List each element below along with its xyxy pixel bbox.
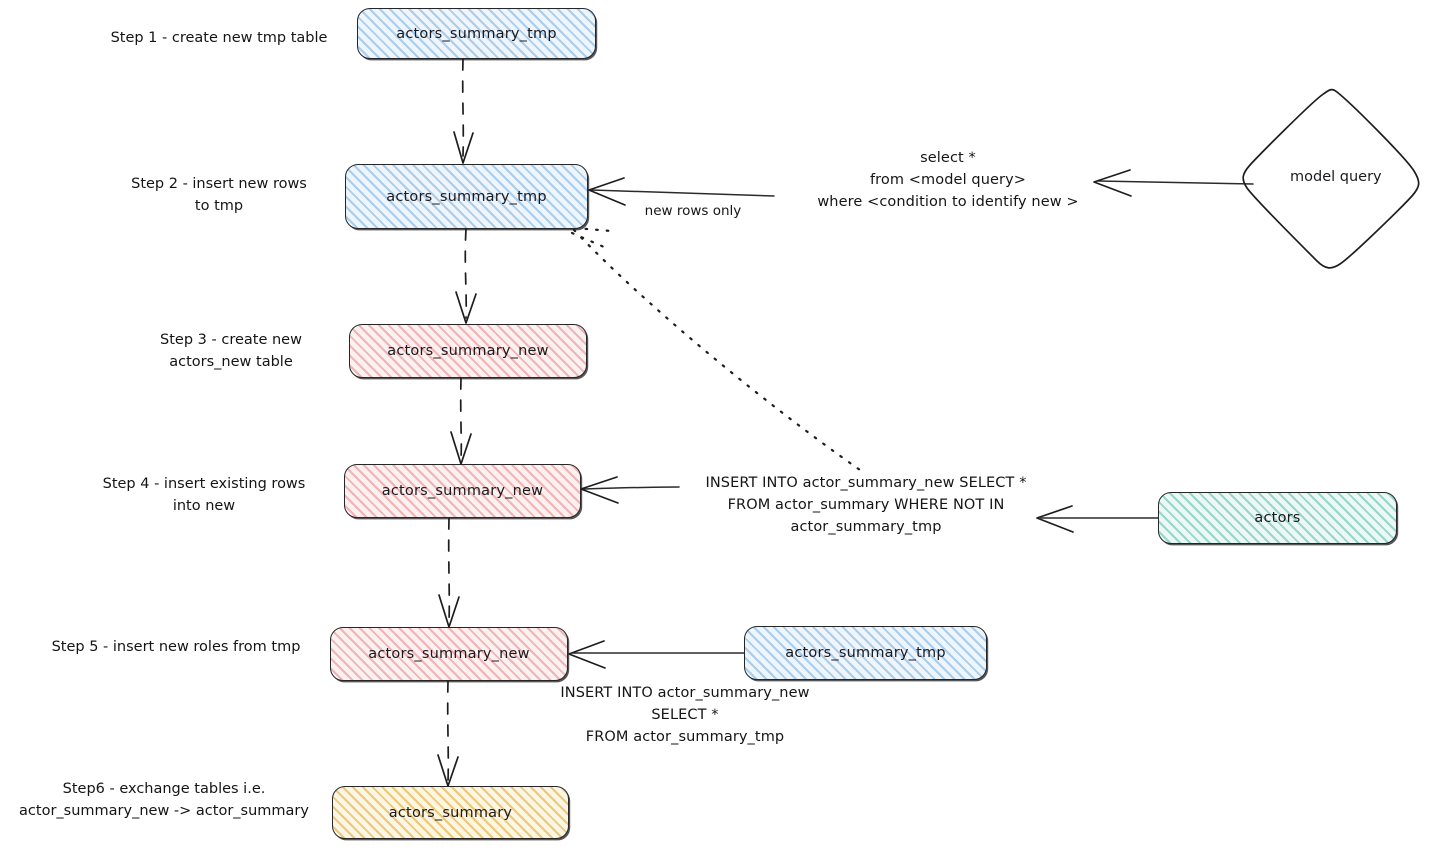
- annotation-insert-from-tmp-sql: INSERT INTO actor_summary_new SELECT * F…: [560, 685, 810, 745]
- edge-step1-to-step2: [453, 58, 474, 164]
- annotation-new-rows-only: new rows only: [644, 203, 742, 219]
- node-label: actors_summary_new: [387, 343, 549, 359]
- step-label-3: Step 3 - create new actors_new table: [160, 332, 302, 370]
- node-label: actors_summary_new: [381, 483, 544, 499]
- edge-step5-to-step6: [437, 680, 459, 787]
- node-label: actors: [1254, 510, 1301, 526]
- edge-tmp-to-step5: [568, 640, 745, 669]
- step-label-2: Step 2 - insert new rows to tmp: [131, 176, 307, 214]
- node-model-query-label: model query: [1290, 169, 1382, 185]
- edge-model-query: [1093, 169, 1254, 197]
- edge-step3-to-step4: [450, 377, 472, 465]
- node-actors-summary-tmp-step2[interactable]: actors_summary_tmp: [345, 164, 588, 229]
- edge-actors-to-insert: [1036, 505, 1159, 533]
- node-label: actors_summary_tmp: [785, 645, 946, 661]
- step-label-5: Step 5 - insert new roles from tmp: [51, 639, 301, 655]
- step-label-1: Step 1 - create new tmp table: [110, 30, 328, 46]
- edge-dotted-tmp-reference: [570, 226, 862, 472]
- node-label: actors_summary: [388, 804, 513, 821]
- edge-step2-to-step3: [455, 228, 477, 324]
- node-label: actors_summary_tmp: [386, 188, 547, 205]
- node-actors-summary-new-step3[interactable]: actors_summary_new: [349, 324, 587, 378]
- edge-step4-to-step5: [438, 517, 460, 628]
- node-label: actors_summary_new: [368, 646, 530, 662]
- node-label: actors_summary_tmp: [396, 25, 557, 42]
- node-actors-summary-new-step4[interactable]: actors_summary_new: [344, 464, 581, 518]
- node-actors-summary-step6[interactable]: actors_summary: [332, 786, 569, 839]
- node-actors-summary-tmp-source[interactable]: actors_summary_tmp: [744, 626, 987, 680]
- node-actors-summary-new-step5[interactable]: actors_summary_new: [330, 627, 568, 681]
- node-actors-source[interactable]: actors: [1158, 492, 1397, 544]
- step-label-6: Step6 - exchange tables i.e. actor_summa…: [19, 781, 309, 819]
- annotation-insert-existing-sql: INSERT INTO actor_summary_new SELECT * F…: [705, 475, 1027, 535]
- step-label-4: Step 4 - insert existing rows into new: [102, 476, 306, 514]
- node-actors-summary-tmp-step1[interactable]: actors_summary_tmp: [357, 8, 596, 59]
- annotation-model-query-sql: select * from <model query> where <condi…: [817, 150, 1079, 210]
- edge-insert-existing: [580, 476, 680, 504]
